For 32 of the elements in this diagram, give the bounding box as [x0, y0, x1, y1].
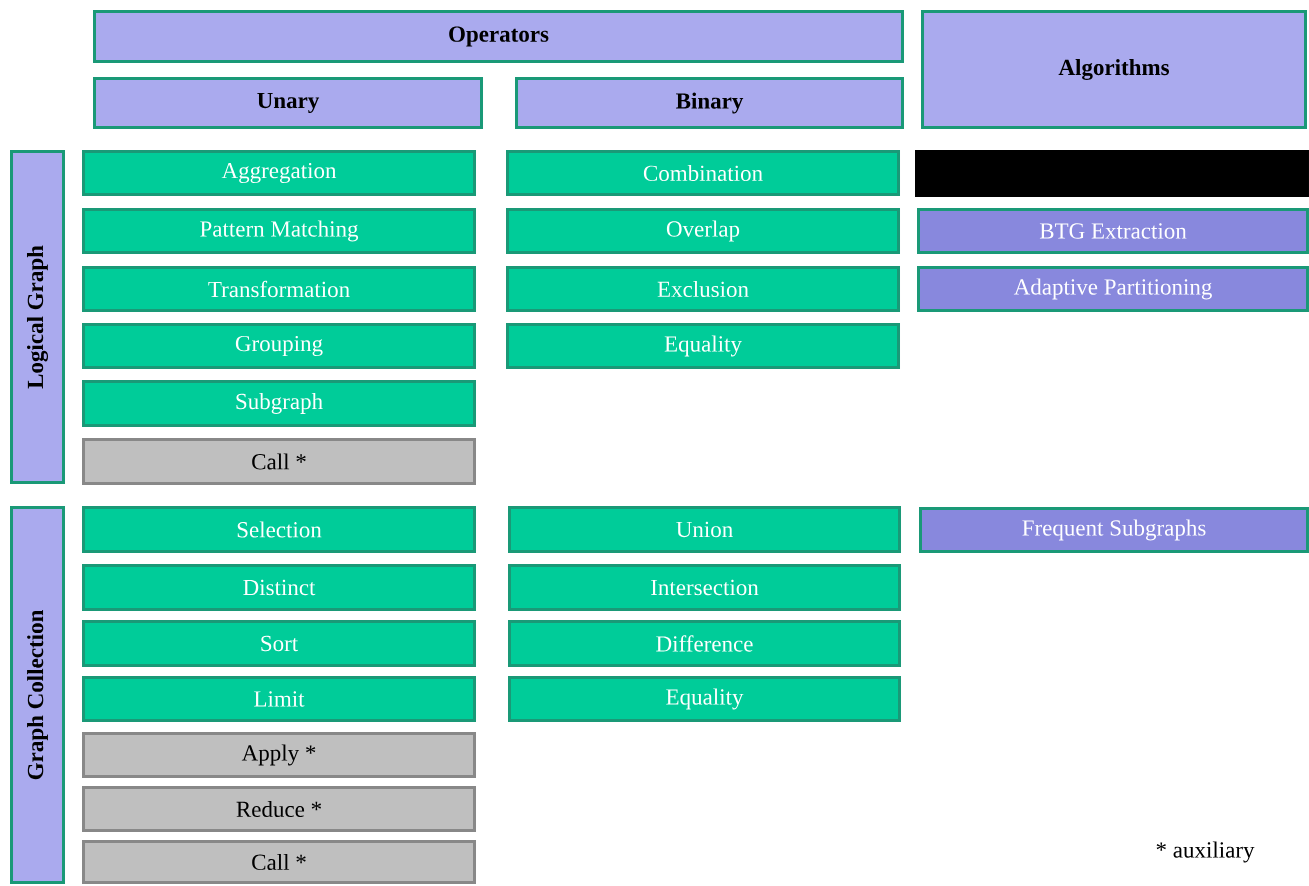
operator-box: Aggregation — [82, 150, 476, 196]
header-box: Unary — [93, 77, 483, 129]
operator-box: Distinct — [82, 564, 476, 611]
operator-box: Overlap — [506, 208, 900, 254]
auxiliary-operator-box: Reduce * — [82, 786, 476, 832]
algorithm-box — [915, 150, 1309, 197]
operator-box: Transformation — [82, 266, 476, 312]
algorithm-box: BTG Extraction — [917, 208, 1309, 254]
operator-box: Difference — [508, 620, 901, 667]
operator-box: Pattern Matching — [82, 208, 476, 254]
algorithm-box: Adaptive Partitioning — [917, 266, 1309, 312]
operator-box: Equality — [508, 676, 901, 722]
note: * auxiliary — [1156, 841, 1255, 863]
operator-box: Sort — [82, 620, 476, 667]
operator-box: Exclusion — [506, 266, 900, 312]
auxiliary-operator-box: Call * — [82, 438, 476, 485]
operator-box: Intersection — [508, 564, 901, 611]
operator-box: Union — [508, 506, 901, 553]
operator-box: Equality — [506, 323, 900, 369]
operator-box: Selection — [82, 506, 476, 553]
operator-box: Grouping — [82, 323, 476, 369]
header-box: Algorithms — [921, 10, 1307, 129]
operator-box: Combination — [506, 150, 900, 196]
operator-box: Limit — [82, 676, 476, 722]
row-header-box: Logical Graph — [10, 150, 65, 484]
algorithm-box: Frequent Subgraphs — [919, 507, 1309, 553]
auxiliary-operator-box: Call * — [82, 840, 476, 884]
header-box: Binary — [515, 77, 904, 129]
row-header-box: Graph Collection — [10, 506, 65, 884]
header-box: Operators — [93, 10, 904, 63]
auxiliary-operator-box: Apply * — [82, 732, 476, 778]
operator-box: Subgraph — [82, 380, 476, 427]
